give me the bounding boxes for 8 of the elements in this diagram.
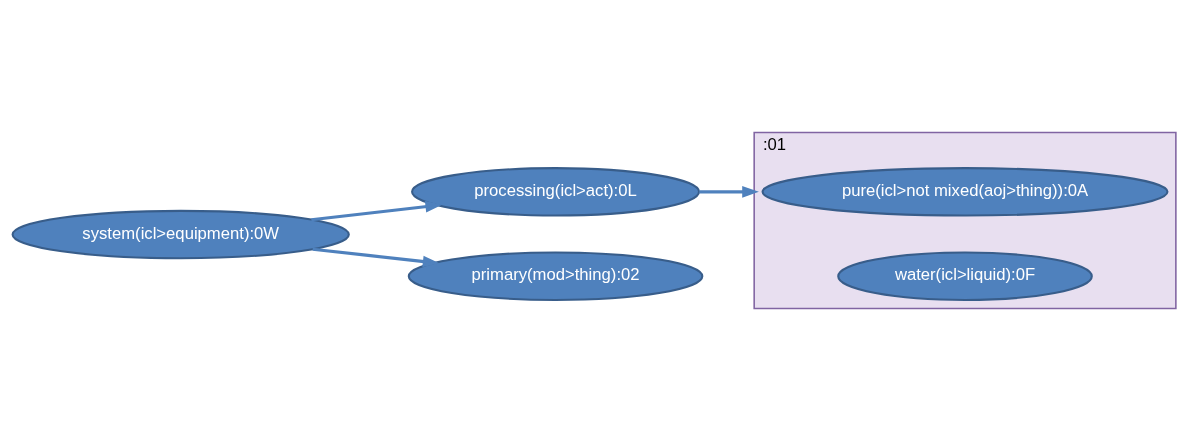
node-ellipse: pure(icl>not mixed(aoj>thing)):0A [761,166,1169,217]
node-ellipse: water(icl>liquid):0F [837,250,1093,301]
node-ellipse: system(icl>equipment):0W [11,209,350,259]
arrow [312,247,440,267]
arrow [311,200,443,221]
node-ellipse: primary(mod>thing):02 [407,250,704,301]
arrow [699,185,759,198]
node-ellipse: processing(icl>act):0L [411,166,701,217]
